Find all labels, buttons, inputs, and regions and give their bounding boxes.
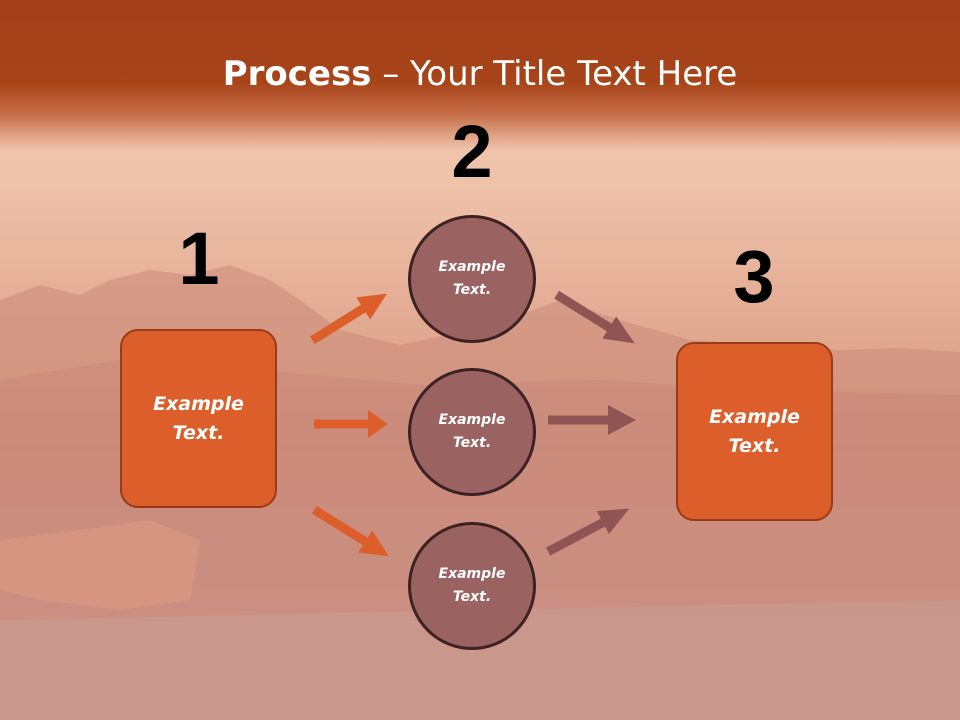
title-bold: Process xyxy=(222,54,372,94)
arrow-box1-to-circle-bottom xyxy=(311,505,390,557)
circle-bottom: Example Text. xyxy=(408,522,536,650)
step-box-3: Example Text. xyxy=(676,342,833,521)
step-box-1-text: Example Text. xyxy=(153,392,244,444)
step-number-2: 2 xyxy=(451,110,493,193)
circle-middle-text: Example Text. xyxy=(438,412,506,451)
arrow-box1-to-circle-middle xyxy=(314,410,388,438)
step-number-1: 1 xyxy=(178,217,220,300)
circle-top-text: Example Text. xyxy=(438,259,506,298)
circle-bottom-text: Example Text. xyxy=(438,566,506,605)
step-box-1: Example Text. xyxy=(120,329,277,508)
arrow-circle-bottom-to-box3 xyxy=(546,508,630,556)
circle-middle: Example Text. xyxy=(408,368,536,496)
step-number-3: 3 xyxy=(733,235,775,318)
arrow-circle-top-to-box3 xyxy=(554,290,635,344)
arrow-box1-to-circle-top xyxy=(309,293,388,345)
title-banner xyxy=(0,0,960,150)
step-box-3-text: Example Text. xyxy=(709,405,800,457)
circle-top: Example Text. xyxy=(408,215,536,343)
title-rest: – Your Title Text Here xyxy=(371,54,738,94)
arrow-circle-middle-to-box3 xyxy=(548,405,636,435)
slide-title: Process – Your Title Text Here xyxy=(0,52,960,96)
